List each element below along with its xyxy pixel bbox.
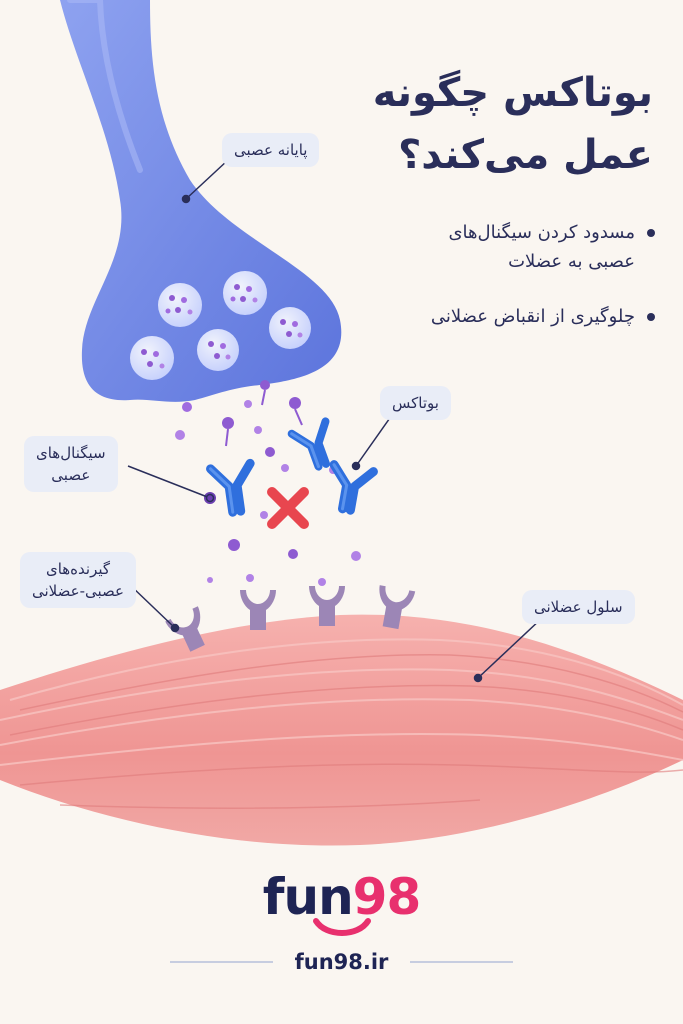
nerve-terminal <box>60 0 342 402</box>
signal-trails <box>225 389 303 447</box>
muscle-cell <box>0 614 683 846</box>
title-line-1: بوتاکس چگونه <box>372 70 653 116</box>
vesicle <box>269 307 311 349</box>
label-muscle-cell: سلول عضلانی <box>522 590 635 624</box>
label-nerve-signals: سیگنال‌های عصبی <box>24 436 118 492</box>
receptor <box>309 586 345 626</box>
muscle-fibers <box>0 638 683 766</box>
vesicle <box>223 271 267 315</box>
label-botox: بوتاکس <box>380 386 451 420</box>
label-receptors: گیرنده‌های عصبی-عضلانی <box>20 552 136 608</box>
bullet-list: مسدود کردن سیگنال‌های عصبی به عضلات چلوگ… <box>357 218 657 357</box>
leader-lines <box>127 159 543 683</box>
footer: fun98.ir <box>170 950 514 974</box>
block-x-icon <box>267 487 309 529</box>
synaptic-vesicles <box>130 271 311 380</box>
bullet-item: مسدود کردن سیگنال‌های عصبی به عضلات <box>357 218 657 276</box>
title-line-2: عمل می‌کند؟ <box>398 132 653 178</box>
brand-logo: fun98 <box>0 868 683 926</box>
bullet-item: چلوگیری از انقباض عضلانی <box>357 302 657 331</box>
receptor <box>165 606 205 652</box>
receptor <box>240 590 276 630</box>
divider <box>170 961 273 963</box>
botox-molecule <box>329 460 378 515</box>
vesicle <box>130 336 174 380</box>
page-title: بوتاکس چگونه عمل می‌کند؟ <box>313 62 653 186</box>
brand-logo-part-1: fun <box>262 868 354 926</box>
brand-logo-part-2: 98 <box>352 868 422 926</box>
receptor <box>379 585 416 630</box>
vesicle <box>158 283 202 327</box>
nerve-signal-molecules <box>175 380 361 586</box>
site-url-link[interactable]: fun98.ir <box>294 950 389 974</box>
vesicle <box>197 329 239 371</box>
bullet-text: مسدود کردن سیگنال‌های <box>448 222 635 243</box>
brand-smile-icon <box>313 918 371 936</box>
label-nerve-terminal: پایانه عصبی <box>222 133 320 167</box>
bullet-text: عصبی به عضلات <box>508 251 635 272</box>
botox-molecule <box>287 417 331 471</box>
botox-molecule <box>206 458 255 517</box>
bullet-text: چلوگیری از انقباض عضلانی <box>430 306 635 327</box>
divider <box>410 961 514 963</box>
